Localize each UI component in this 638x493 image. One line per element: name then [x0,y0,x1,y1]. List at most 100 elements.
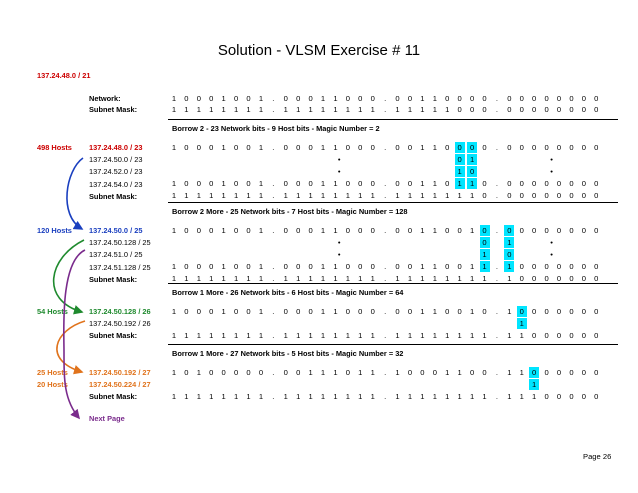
subnet-address-label: 137.24.50.0 / 23 [89,155,143,165]
octet-dot: . [272,330,275,340]
bit-value: 1 [333,104,338,114]
bit-value: 1 [258,274,264,284]
octet-dot: . [495,391,498,401]
bit-value: 1 [308,274,313,284]
bit-value: 1 [432,330,437,340]
bit-value: 1 [445,191,450,201]
bit-value: 1 [258,262,264,272]
bit-value: 1 [432,274,437,284]
section-divider [168,283,618,284]
bit-value: 1 [333,330,338,340]
bit-value: 1 [221,179,226,189]
bit-value: 0 [519,93,524,103]
bit-value: 0 [184,306,189,316]
bit-value: 1 [370,391,375,401]
bit-value: 0 [544,330,549,340]
octet-dot: . [495,191,498,201]
host-count-label: 120 Hosts [37,226,72,235]
bit-value: 1 [333,262,338,272]
bit-value: 0 [345,93,350,103]
bit-value: 0 [569,306,574,316]
bit-value: 1 [308,104,313,114]
bit-value: 0 [532,274,537,284]
bit-value: 0 [544,93,549,103]
subnet-mask-label: Subnet Mask: [89,392,138,402]
bit-value: 0 [308,93,313,103]
bit-value: 0 [395,306,400,316]
bit-value: 0 [196,225,201,235]
bit-value: 0 [370,179,375,189]
bit-value: 0 [420,367,425,377]
bit-value: 1 [333,225,338,235]
bit-value: 0 [457,104,462,114]
bit-value: 1 [457,367,462,377]
octet-dot: . [272,225,275,235]
bit-value: 0 [296,93,301,103]
bit-value: 0 [581,391,586,401]
bit-value: 0 [345,225,350,235]
bit-value: 1 [395,191,400,201]
bit-value: 0 [395,262,400,272]
bit-value: 1 [432,306,437,316]
bit-value: 0 [196,179,201,189]
bit-value: 0 [556,93,562,103]
bit-value: 1 [469,330,475,340]
bit-value: 0 [569,391,574,401]
bit-value: 0 [407,93,413,103]
bit-value: 0 [507,104,512,114]
bit-value: 0 [594,93,599,103]
bit-value: 1 [482,391,487,401]
bit-value: 1 [233,274,239,284]
bit-value: 1 [171,330,177,340]
bit-value: 0 [469,367,475,377]
bit-value: 1 [370,330,375,340]
bit-value: 0 [556,306,562,316]
octet-dot: . [272,306,275,316]
next-page-link[interactable]: Next Page [89,414,125,423]
bit-value: 0 [532,191,537,201]
bit-value: 0 [457,93,462,103]
subnet-address-label: 137.24.50.128 / 26 [89,307,151,316]
bit-value: 1 [432,93,437,103]
bit-value: 0 [482,142,487,152]
bit-value: 0 [283,262,288,272]
bit-value: 1 [221,191,226,201]
bit-value: 1 [454,178,465,190]
bit-value: 0 [507,191,512,201]
bit-value: 1 [370,367,375,377]
bit-value: 0 [345,142,350,152]
bit-value: 1 [221,330,226,340]
bit-value: 1 [407,191,413,201]
bit-value: 0 [370,142,375,152]
bit-value: 1 [370,104,375,114]
bit-value: 1 [296,274,301,284]
bit-value: 1 [370,191,375,201]
bit-value: 0 [594,330,599,340]
page-number: Page 26 [583,452,612,461]
bit-value: 1 [345,391,350,401]
bit-value: 0 [594,306,599,316]
bit-value: 0 [296,142,301,152]
page-title: Solution - VLSM Exercise # 11 [217,42,421,59]
bit-value: 1 [420,93,425,103]
bit-value: 0 [445,179,450,189]
octet-dot: . [272,367,275,377]
bit-value: 1 [507,306,512,316]
bit-value: 1 [233,391,239,401]
bit-value: 1 [469,225,475,235]
bit-value: 0 [233,367,239,377]
bit-value: 0 [519,142,524,152]
bit-value: 1 [407,330,413,340]
bit-value: 1 [196,274,201,284]
bit-value: 1 [320,262,326,272]
bit-value: 1 [407,274,413,284]
octet-dot: . [495,104,498,114]
section-banner: Borrow 1 More - 26 Network bits - 6 Host… [172,288,404,297]
bit-value: 1 [196,367,201,377]
bit-value: 0 [569,225,574,235]
bit-value: 0 [482,179,487,189]
